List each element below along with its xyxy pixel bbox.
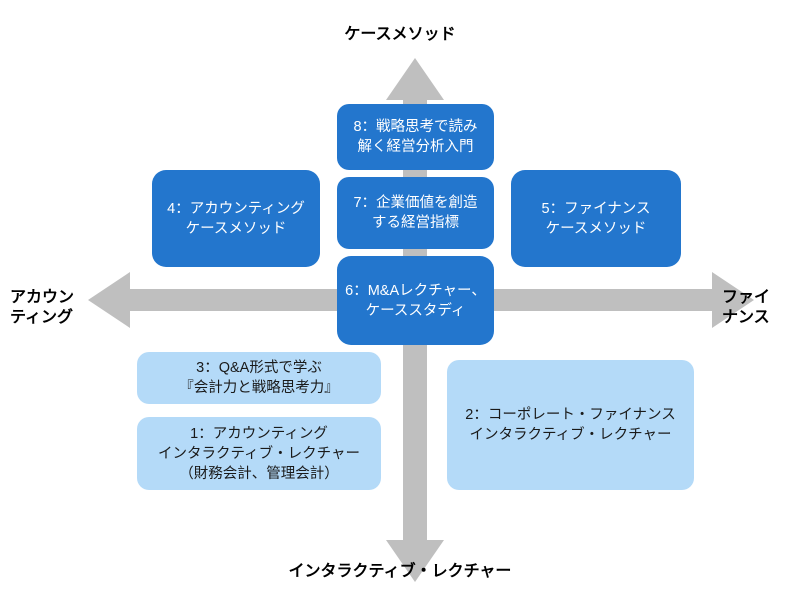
- axis-label-right: ファイ ナンス: [722, 289, 771, 326]
- node-4[interactable]: 4：アカウンティング ケースメソッド: [152, 170, 320, 267]
- node-5[interactable]: 5：ファイナンス ケースメソッド: [511, 170, 681, 267]
- node-3[interactable]: 3：Q&A形式で学ぶ 『会計力と戦略思考力』: [137, 352, 381, 404]
- node-1[interactable]: 1：アカウンティング インタラクティブ・レクチャー （財務会計、管理会計）: [137, 417, 381, 490]
- node-2[interactable]: 2：コーポレート・ファイナンス インタラクティブ・レクチャー: [447, 360, 694, 490]
- axis-label-top: ケースメソッド: [344, 26, 456, 43]
- node-6[interactable]: 6：M&Aレクチャー、 ケーススタディ: [337, 256, 494, 345]
- axis-label-left: アカウン ティング: [10, 289, 75, 326]
- axis-label-bottom: インタラクティブ・レクチャー: [288, 563, 512, 580]
- node-8[interactable]: 8：戦略思考で読み 解く経営分析入門: [337, 104, 494, 170]
- node-7[interactable]: 7：企業価値を創造 する経営指標: [337, 177, 494, 249]
